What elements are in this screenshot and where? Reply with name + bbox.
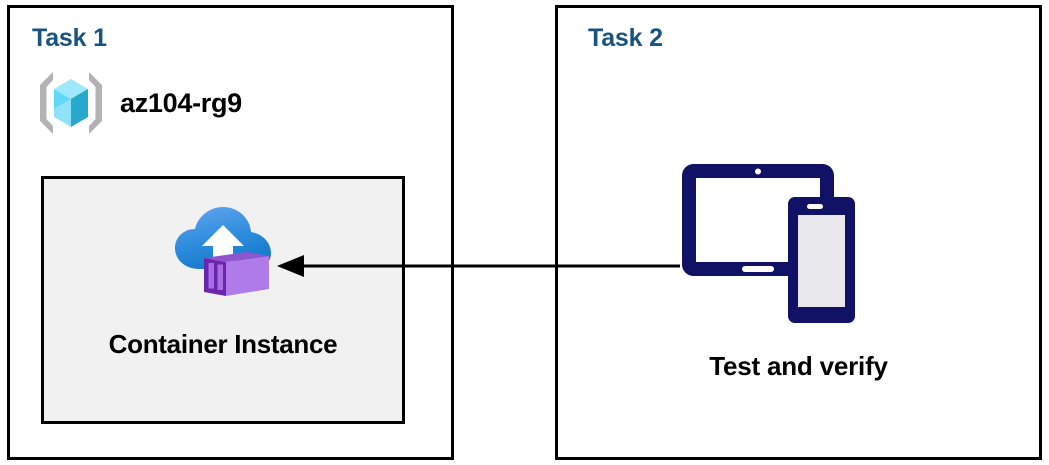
resource-group-label: az104-rg9 xyxy=(120,87,242,118)
container-instance-label: Container Instance xyxy=(108,329,338,359)
panel-title-task-1: Task 1 xyxy=(32,24,107,52)
test-and-verify-label: Test and verify xyxy=(709,351,888,381)
resource-group-row: az104-rg9 xyxy=(34,66,242,140)
panel-task-1: Task 1 xyxy=(7,5,454,460)
panel-title-task-2: Task 2 xyxy=(588,24,663,52)
container-instance-box: Container Instance xyxy=(41,176,405,424)
resource-group-icon xyxy=(34,66,108,140)
container-instance-icon xyxy=(171,179,276,301)
